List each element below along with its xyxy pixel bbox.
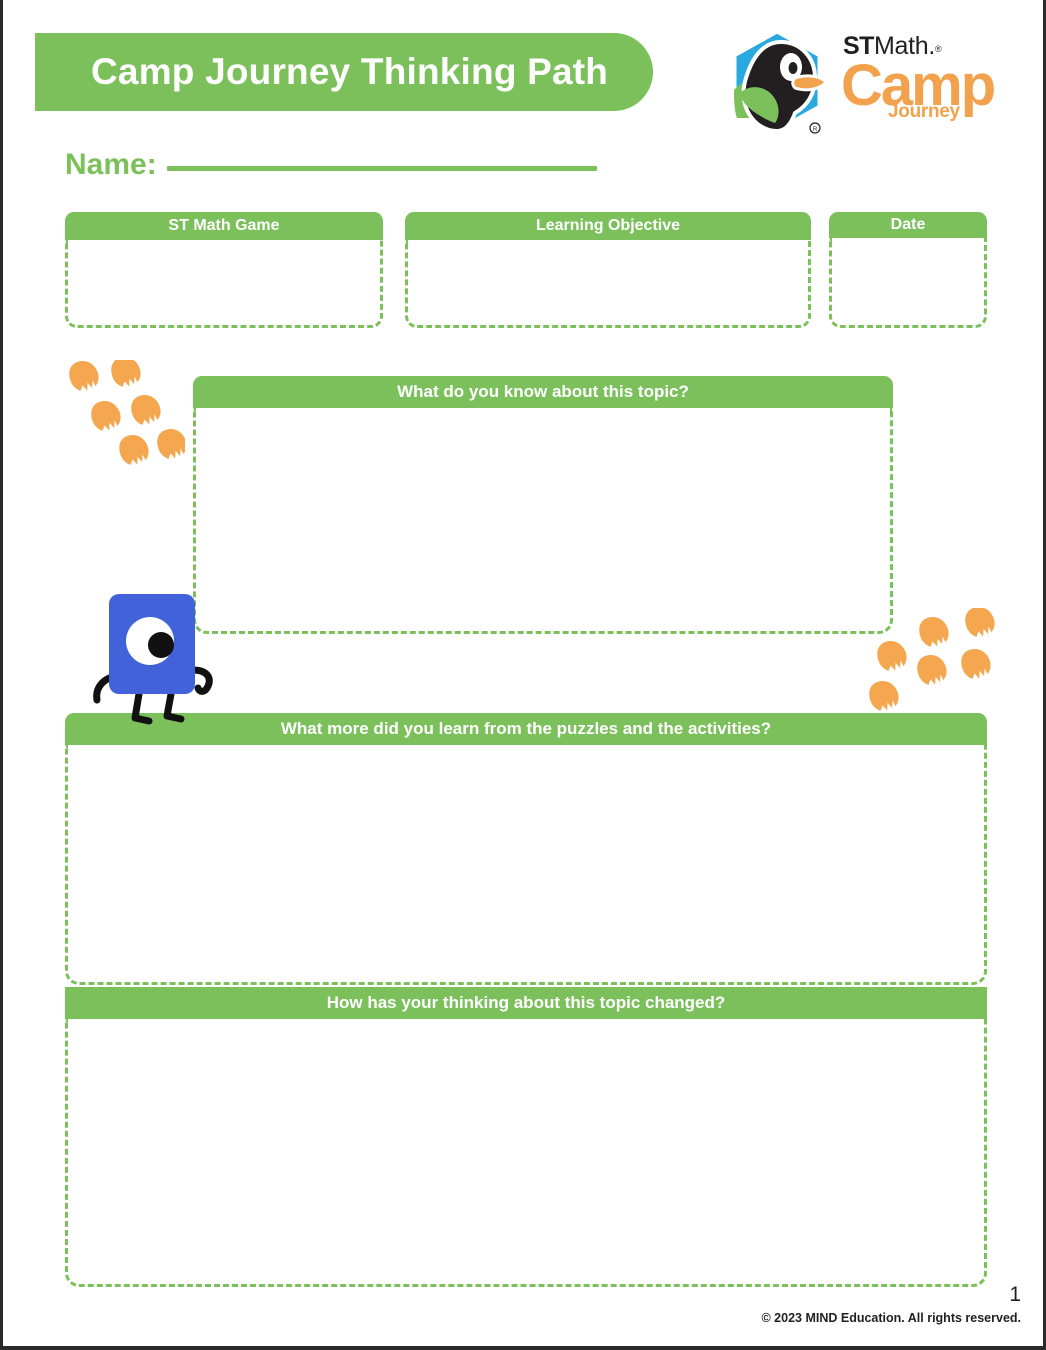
brand-camp: Camp: [841, 53, 996, 118]
st-math-wordmark: STMath.®: [843, 32, 942, 61]
jiji-blue-square-character: [93, 594, 213, 725]
name-label: Name:: [65, 148, 157, 181]
brand-logo: R STMath.® Camp Journey: [725, 26, 1015, 141]
penguin-footprints-left: [69, 360, 185, 465]
brand-wordmark: STMath.® Camp Journey: [841, 32, 1018, 142]
question-label-new-learning: What more did you learn from the puzzles…: [65, 713, 987, 745]
question-block-new-learning: What more did you learn from the puzzles…: [65, 713, 987, 985]
field-label-learning-objective: Learning Objective: [405, 212, 811, 240]
brand-math: Math: [873, 32, 929, 60]
brand-journey: Journey: [888, 101, 960, 122]
question-answer-thinking-changed[interactable]: [65, 1019, 987, 1287]
copyright-notice: © 2023 MIND Education. All rights reserv…: [761, 1311, 1021, 1325]
field-input-date[interactable]: [829, 238, 987, 328]
brand-st: ST: [843, 32, 874, 60]
field-learning-objective: Learning Objective: [405, 212, 811, 330]
page-title: Camp Journey Thinking Path: [91, 51, 609, 92]
field-label-st-math-game: ST Math Game: [65, 212, 383, 240]
question-answer-prior-knowledge[interactable]: [193, 408, 893, 634]
field-date: Date: [829, 212, 987, 330]
question-label-prior-knowledge: What do you know about this topic?: [193, 376, 893, 408]
name-row: Name:: [65, 148, 597, 190]
field-label-date: Date: [829, 212, 987, 238]
field-input-st-math-game[interactable]: [65, 240, 383, 328]
fields-row: ST Math Game Learning Objective Date: [65, 212, 987, 330]
question-block-thinking-changed: How has your thinking about this topic c…: [65, 987, 987, 1287]
question-block-prior-knowledge: What do you know about this topic?: [193, 376, 893, 634]
question-answer-new-learning[interactable]: [65, 745, 987, 985]
field-input-learning-objective[interactable]: [405, 240, 811, 328]
brand-period: .: [928, 32, 935, 60]
registered-mark-icon: ®: [935, 44, 942, 54]
jiji-penguin-hexagon-logo: R: [731, 28, 828, 134]
name-input[interactable]: [166, 166, 597, 171]
svg-text:R: R: [813, 127, 818, 133]
title-banner: Camp Journey Thinking Path: [35, 33, 653, 111]
field-st-math-game: ST Math Game: [65, 212, 383, 330]
penguin-footprints-right: [869, 608, 995, 711]
page-number: 1: [1009, 1283, 1021, 1306]
question-label-thinking-changed: How has your thinking about this topic c…: [65, 987, 987, 1019]
